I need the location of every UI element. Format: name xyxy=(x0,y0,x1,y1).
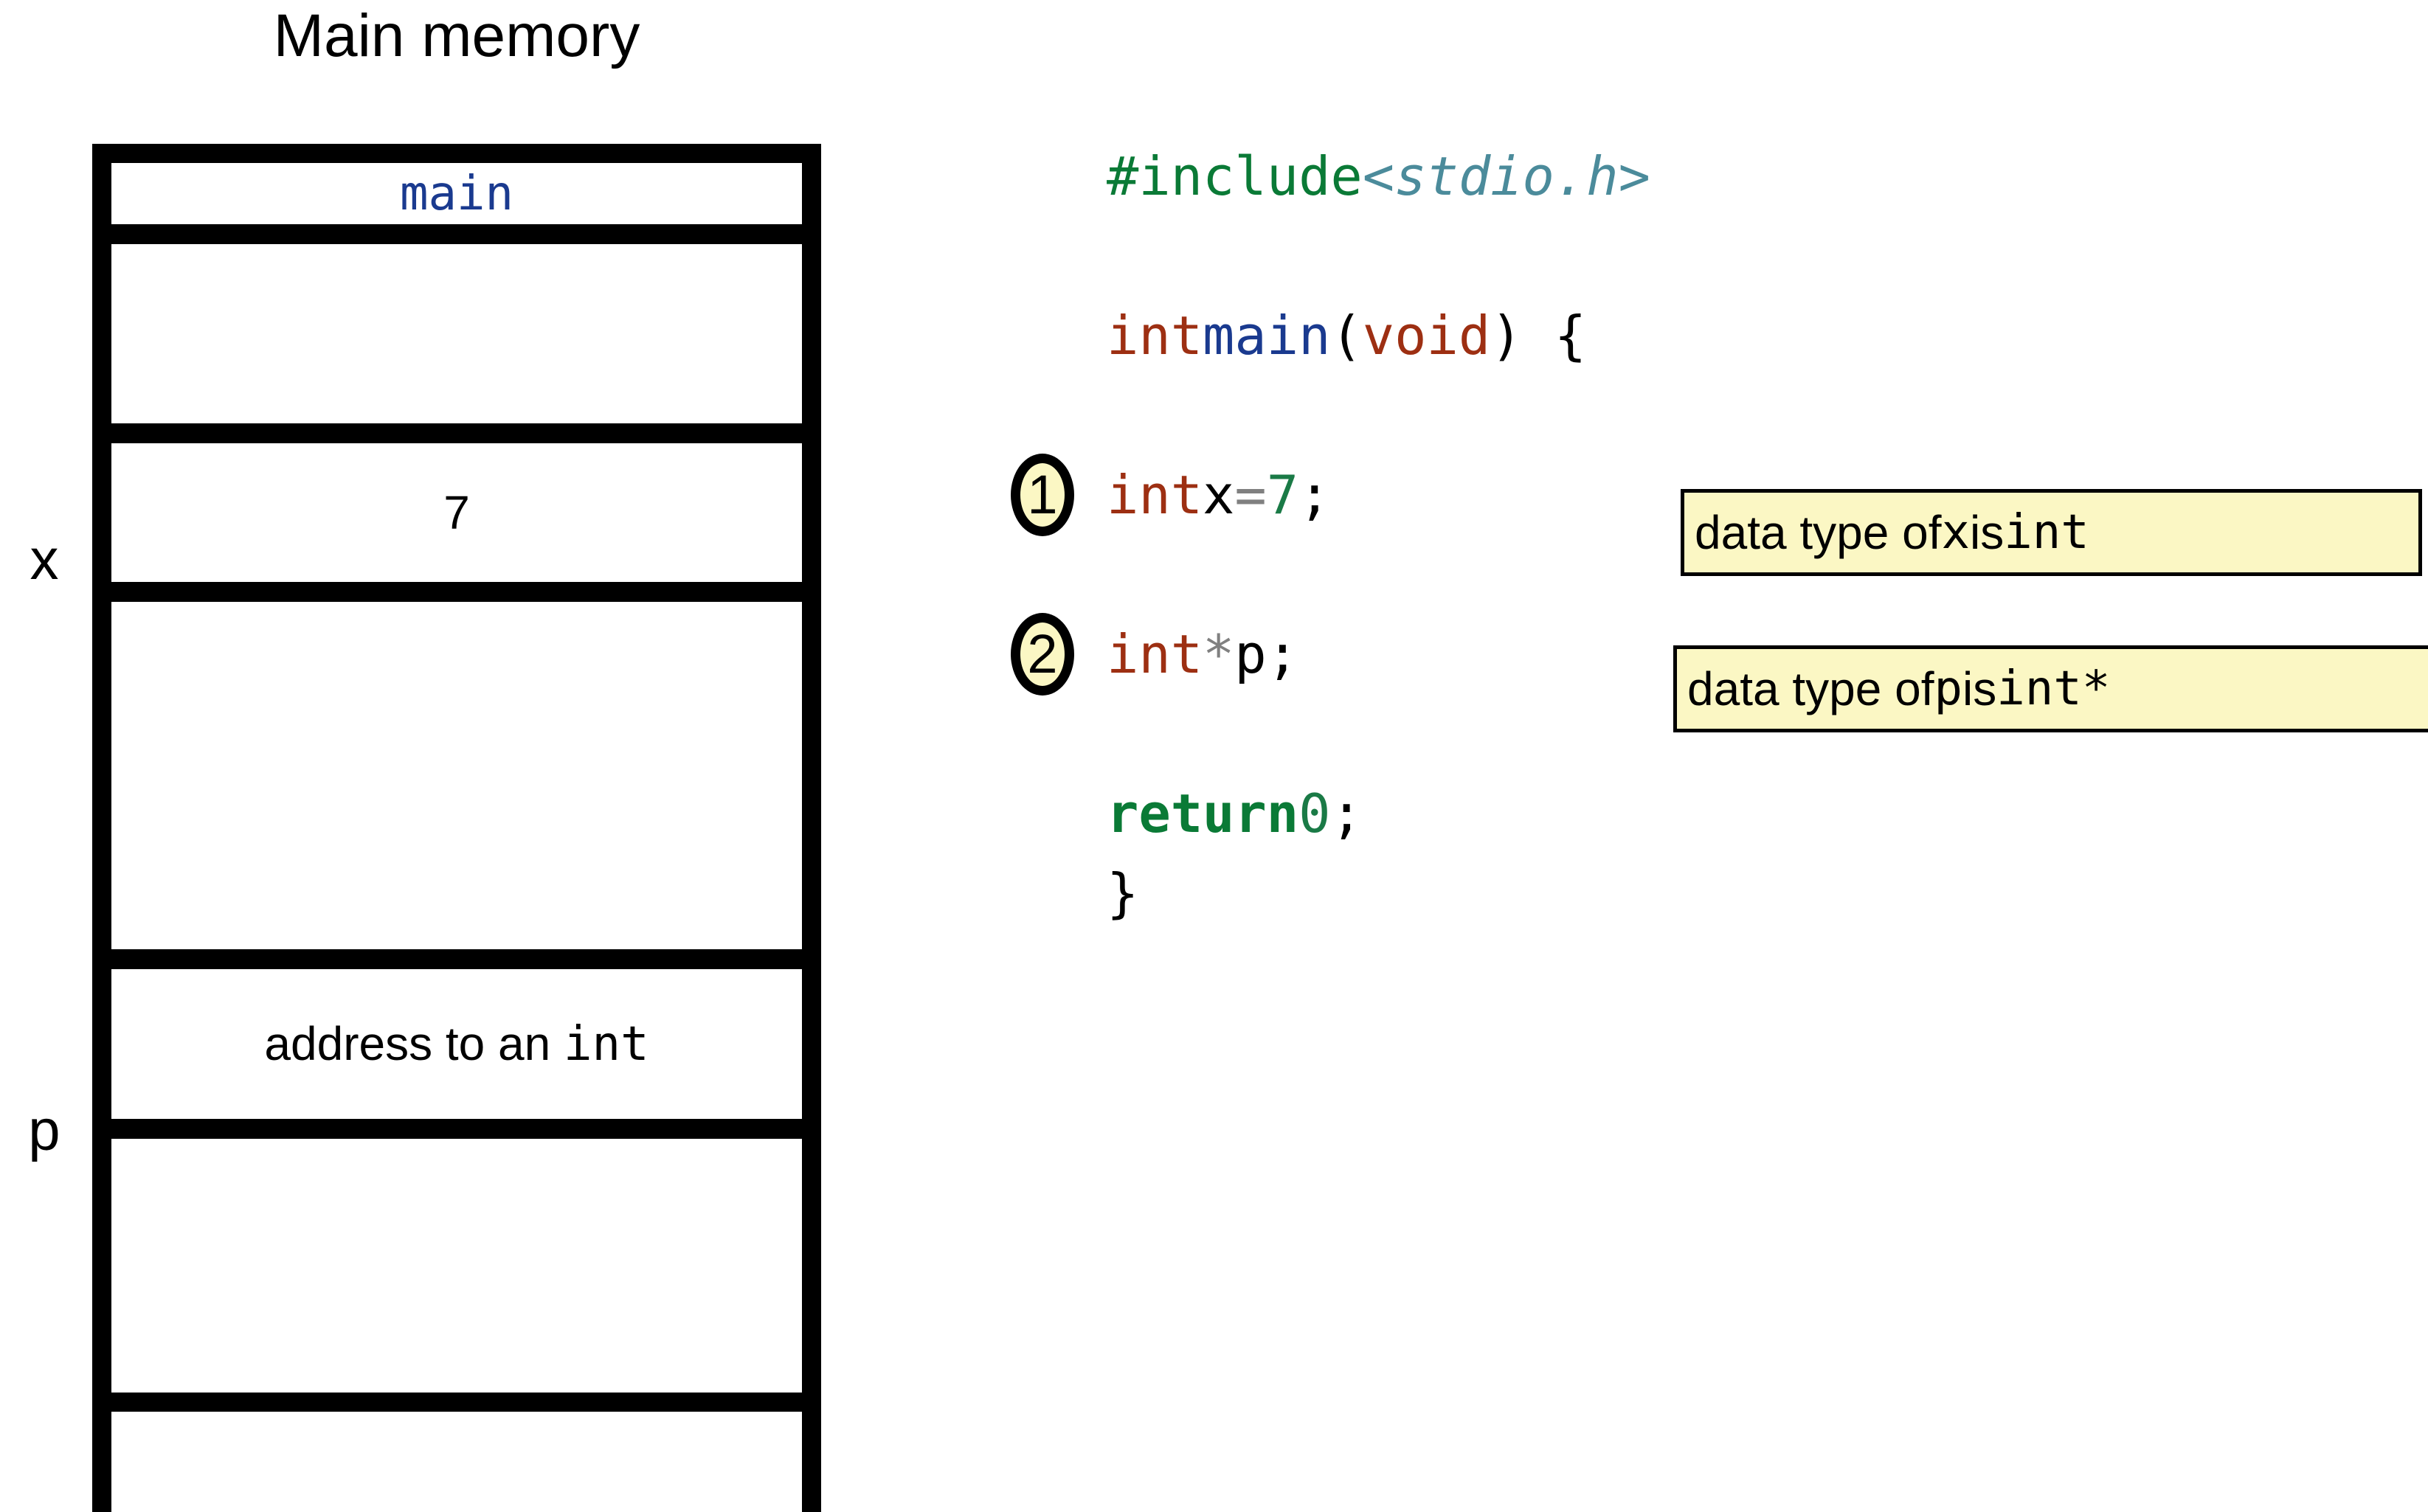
callout-p-type: int* xyxy=(1996,662,2111,716)
code-line-3: int main(void) { xyxy=(1107,296,2420,375)
code-token: p; xyxy=(1234,623,1299,685)
code-token: main xyxy=(1203,305,1331,367)
step-marker-2: 2 xyxy=(1011,613,1074,696)
memory-cell-5 xyxy=(111,1139,802,1412)
code-line-9: return 0; xyxy=(1107,774,2420,853)
code-token: x xyxy=(1203,464,1235,526)
memory-cell-p: address to an int xyxy=(111,969,802,1139)
memory-cell-0: main xyxy=(111,163,802,244)
variable-label-x: x xyxy=(30,526,59,592)
main-memory-title: Main memory xyxy=(273,2,640,69)
main-memory-table: main 7 address to an int xyxy=(92,144,821,1512)
code-line-10: } xyxy=(1107,853,2420,933)
code-token: = xyxy=(1234,464,1267,526)
step-marker-1: 1 xyxy=(1011,454,1074,536)
callout-x-variable: x xyxy=(1941,505,1970,560)
memory-cell-3 xyxy=(111,602,802,969)
code-token: ) { xyxy=(1490,305,1587,367)
code-token: ; xyxy=(1298,464,1331,526)
memory-cell-1 xyxy=(111,244,802,443)
code-listing: #include <stdio.h> int main(void) { 1 int x… xyxy=(1011,136,2420,933)
code-line-4 xyxy=(1107,375,2420,455)
memory-cell-value: address to an int xyxy=(264,1020,648,1068)
code-token: * xyxy=(1203,623,1235,685)
code-line-2 xyxy=(1107,216,2420,296)
callout-x-type: int xyxy=(2004,505,2089,560)
callout-x-prefix: data type of xyxy=(1695,506,1942,559)
code-line-5: 1 int x = 7; xyxy=(1011,454,2420,536)
memory-cell-value: main xyxy=(399,166,514,221)
callout-p-prefix: data type of xyxy=(1687,662,1934,715)
callout-x-middle: is xyxy=(1970,506,2005,559)
callout-p-middle: is xyxy=(1962,662,1997,715)
code-token: } xyxy=(1107,862,1139,924)
code-token: ( xyxy=(1330,305,1363,367)
code-line-1: #include <stdio.h> xyxy=(1107,136,2420,216)
code-token: #include xyxy=(1107,145,1363,207)
memory-cell-value-text: address to an xyxy=(264,1017,564,1070)
code-token: 7 xyxy=(1266,464,1299,526)
callout-data-type-of-x: data type of x is int xyxy=(1681,489,2422,576)
code-token: void xyxy=(1362,305,1491,367)
code-token: 0 xyxy=(1298,783,1331,845)
callout-data-type-of-p: data type of p is int* xyxy=(1673,645,2428,732)
memory-cell-x: 7 xyxy=(111,443,802,602)
code-token: int xyxy=(1107,305,1203,367)
memory-cell-value: 7 xyxy=(443,486,470,539)
memory-cell-value-type: int xyxy=(564,1017,649,1072)
callout-p-variable: p xyxy=(1934,662,1962,716)
code-token: int xyxy=(1107,464,1203,526)
code-token: int xyxy=(1107,623,1203,685)
code-token: ; xyxy=(1330,783,1363,845)
code-token: return xyxy=(1107,783,1299,845)
variable-label-p: p xyxy=(28,1097,60,1162)
code-token: <stdio.h> xyxy=(1362,145,1650,207)
